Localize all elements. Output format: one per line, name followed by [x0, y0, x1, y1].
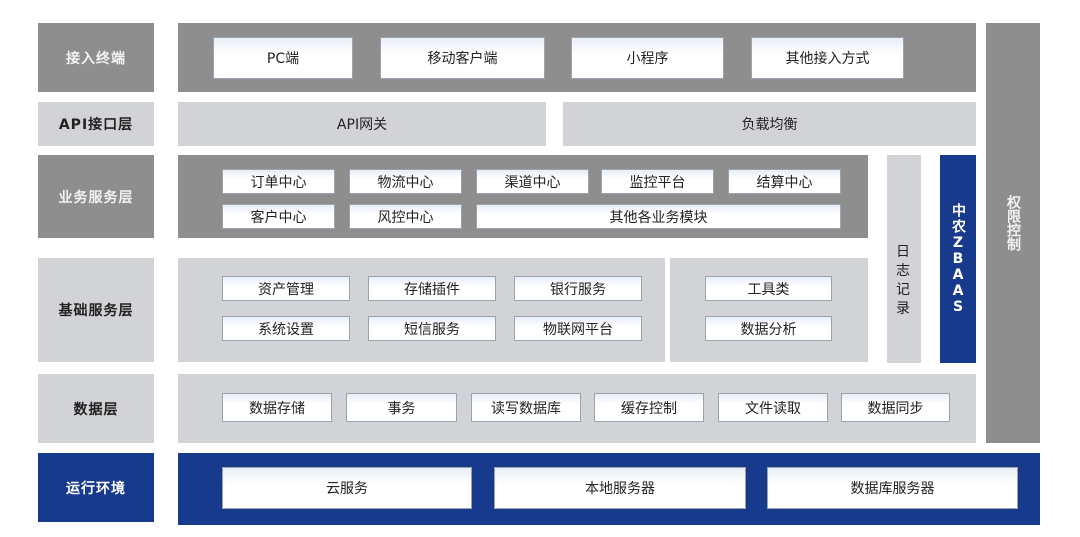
base-item: 物联网平台 [514, 316, 642, 341]
base-item: 银行服务 [514, 276, 642, 301]
business-item: 渠道中心 [476, 169, 589, 194]
permission-column: 权限控制 [986, 23, 1040, 443]
base-panel-right [670, 258, 868, 362]
base-item: 系统设置 [222, 316, 350, 341]
runtime-item: 数据库服务器 [767, 467, 1018, 509]
access-other: 其他接入方式 [751, 37, 904, 79]
base-item: 工具类 [705, 276, 832, 301]
api-gateway: API网关 [178, 102, 546, 146]
log-column: 日志记录 [887, 155, 921, 363]
business-item: 监控平台 [601, 169, 714, 194]
base-panel-left [178, 258, 665, 362]
base-item: 数据分析 [705, 316, 832, 341]
business-item: 物流中心 [349, 169, 462, 194]
load-balance: 负载均衡 [563, 102, 976, 146]
layer-label-base: 基础服务层 [38, 258, 154, 362]
data-item: 文件读取 [718, 393, 828, 422]
business-item: 订单中心 [222, 169, 335, 194]
zbaas-column: 中农 ZBAAS [940, 155, 976, 363]
base-item: 短信服务 [368, 316, 496, 341]
zbaas-label: ZBAAS [950, 235, 966, 315]
business-item: 客户中心 [222, 204, 335, 229]
data-item: 数据同步 [841, 393, 950, 422]
layer-label-runtime: 运行环境 [38, 453, 154, 522]
layer-label-access: 接入终端 [38, 23, 154, 92]
business-item: 其他各业务模块 [476, 204, 841, 229]
layer-label-business: 业务服务层 [38, 155, 154, 238]
runtime-item: 云服务 [222, 467, 472, 509]
data-item: 事务 [346, 393, 457, 422]
base-item: 存储插件 [368, 276, 496, 301]
runtime-item: 本地服务器 [494, 467, 746, 509]
business-item: 结算中心 [728, 169, 841, 194]
zbaas-cn-label: 中农 [950, 203, 966, 235]
business-item: 风控中心 [349, 204, 462, 229]
data-item: 数据存储 [222, 393, 332, 422]
access-mobile: 移动客户端 [380, 37, 545, 79]
layer-label-api: API接口层 [38, 102, 154, 146]
data-item: 缓存控制 [594, 393, 704, 422]
base-item: 资产管理 [222, 276, 350, 301]
permission-label: 权限控制 [1005, 195, 1021, 251]
access-miniprogram: 小程序 [571, 37, 724, 79]
data-item: 读写数据库 [471, 393, 581, 422]
access-pc: PC端 [213, 37, 353, 79]
log-label: 日志记录 [896, 244, 912, 317]
layer-label-data: 数据层 [38, 374, 154, 443]
